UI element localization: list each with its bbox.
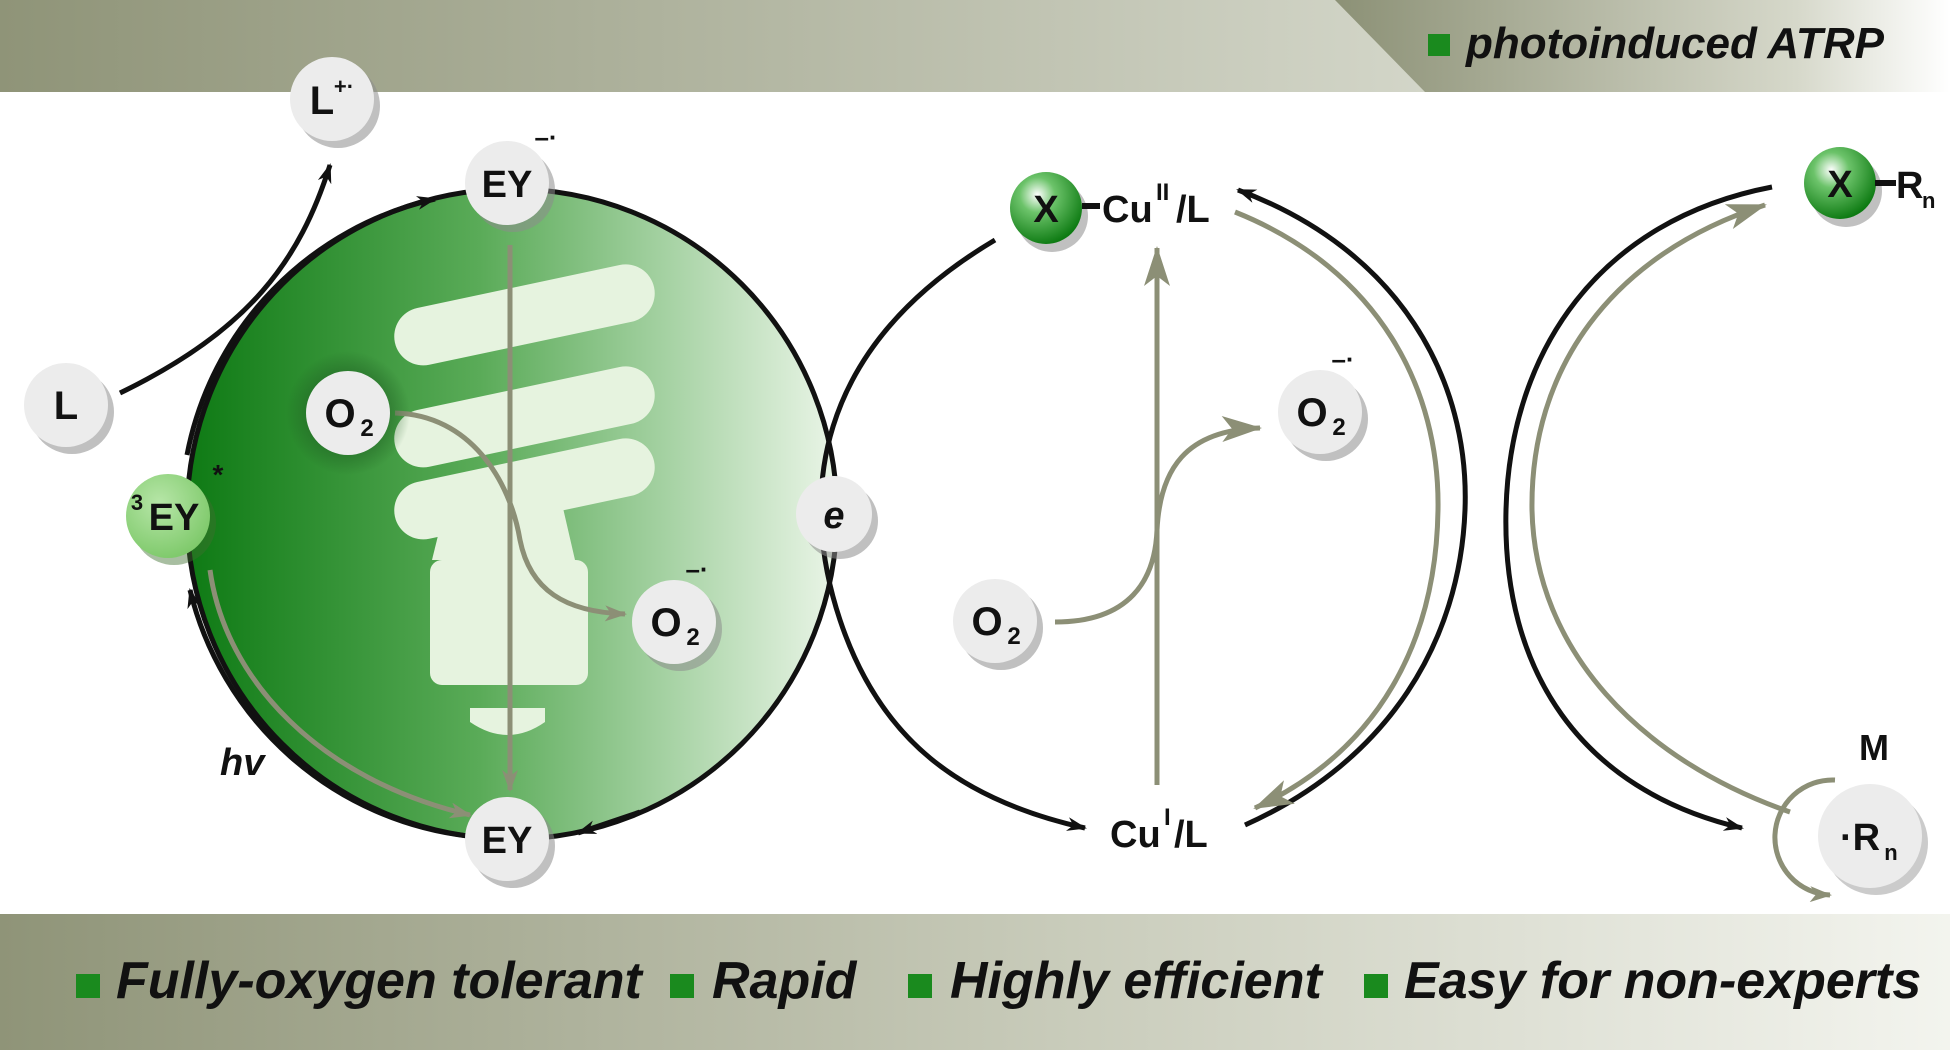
node-oxygen-copper: O 2 [953,579,1043,670]
feature-rapid: Rapid [712,952,858,1010]
svg-text:3: 3 [131,490,143,515]
header-bullet [1428,34,1450,56]
feature-bullet-4 [1364,974,1388,998]
arrow-active-to-dormant [1529,202,1791,815]
arrow-cu2-deactivation [1234,209,1441,811]
hv-label: hv [220,742,266,784]
feature-band: Fully-oxygen tolerant Rapid Highly effic… [0,914,1950,1050]
node-oxygen-inner: O 2 [286,351,410,475]
svg-text:O: O [1296,391,1327,435]
node-cu2-complex: X Cu II /L [1010,172,1210,252]
arrow-ligand-oxidation [118,163,333,396]
arrow-cu1-to-cu2 [1236,187,1468,828]
arrow-o2-reduction [1054,416,1262,625]
svg-text:EY: EY [482,820,533,862]
svg-text:O: O [650,601,681,645]
node-dormant-chain: X R n [1804,147,1935,227]
arrow-into-ground-state [576,809,641,836]
copper-cycle [818,187,1468,831]
feature-bullet-3 [908,974,932,998]
svg-text:–·: –· [534,122,557,152]
svg-text:Cu: Cu [1110,814,1161,856]
svg-text:2: 2 [360,415,373,442]
feature-bullet-2 [670,974,694,998]
svg-text:O: O [324,392,355,436]
arrow-dormant-to-active [1503,184,1773,831]
arrow-hv-excitation [207,569,472,819]
arrow-o2-reduction-inner [394,410,627,622]
svg-text:II: II [1156,179,1169,206]
node-cu1-complex: Cu I /L [1110,804,1208,856]
header-tag: photoinduced ATRP [1465,19,1885,68]
monomer-label: M [1859,727,1889,768]
svg-text:–·: –· [1331,344,1354,374]
svg-text:+·: +· [334,74,354,99]
feature-bullet-1 [76,974,100,998]
svg-text:n: n [1922,188,1935,213]
svg-text:Cu: Cu [1102,189,1153,231]
svg-text:EY: EY [149,497,200,539]
svg-text:*: * [213,459,224,490]
node-superoxide-copper: O 2 –· [1278,344,1368,461]
arrow-propagation [1772,777,1836,903]
feature-oxygen-tolerant: Fully-oxygen tolerant [116,952,645,1010]
svg-text:X: X [1827,164,1853,206]
svg-text:2: 2 [686,624,699,651]
svg-text:I: I [1164,804,1171,831]
arrow-cu2-to-cu1 [818,237,1087,831]
feature-highly-efficient: Highly efficient [950,952,1324,1010]
svg-text:/L: /L [1174,814,1208,856]
svg-text:L: L [310,79,334,123]
node-ey-ground: EY [465,797,555,888]
photocatalytic-cycle: hv [118,163,840,842]
header-band: photoinduced ATRP [0,0,1950,92]
svg-text:R: R [1896,165,1923,207]
node-ey-triplet: 3 EY * [126,459,224,565]
node-electron: e [796,476,878,559]
svg-text:e: e [823,495,844,537]
svg-text:X: X [1033,189,1059,231]
svg-text:–·: –· [685,554,708,584]
svg-text:2: 2 [1007,623,1020,650]
node-superoxide-inner: O 2 –· [632,554,722,671]
node-active-radical: ·R n [1818,784,1928,895]
node-ligand: L [24,363,114,454]
light-bulb-icon [394,264,655,735]
arrow-triplet-to-radical [184,196,437,456]
feature-easy-non-experts: Easy for non-experts [1404,952,1921,1010]
svg-text:/L: /L [1176,189,1210,231]
polymer-cycle [1503,184,1836,903]
svg-text:EY: EY [482,164,533,206]
node-ligand-radical-cation: L +· [290,57,380,148]
svg-text:n: n [1884,840,1897,865]
arrow-ground-to-triplet [187,588,469,839]
svg-text:·R: ·R [1840,817,1880,859]
node-ey-radical-anion: EY –· [465,122,558,232]
svg-text:L: L [54,384,78,428]
svg-text:O: O [971,600,1002,644]
svg-text:2: 2 [1332,414,1345,441]
